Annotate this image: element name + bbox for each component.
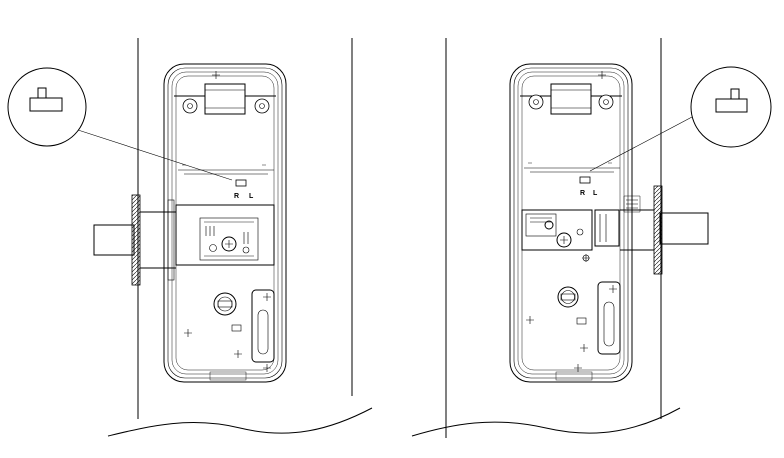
switch-label-l: L: [249, 193, 254, 200]
door-panel: [107, 38, 373, 437]
switch-detail-callout-right: [589, 66, 772, 172]
rl-switch: R L: [178, 164, 274, 200]
switch-label-r-right: R: [580, 190, 585, 197]
switch-label-l-right: L: [593, 190, 598, 197]
right-view: R L: [411, 38, 772, 438]
rl-switch-right: R L: [524, 162, 620, 197]
lock-body-right: [509, 63, 633, 383]
left-view: R L: [7, 38, 373, 437]
top-bracket-right: [520, 71, 622, 115]
latch-mechanism: [175, 204, 275, 266]
latch-bolt-right: [620, 185, 709, 275]
latch-bolt: [93, 194, 176, 286]
battery-area: [184, 289, 275, 381]
switch-label-r: R: [234, 193, 239, 200]
latch-mechanism-right: [521, 195, 641, 262]
battery-area-right: [526, 281, 621, 381]
switch-detail-callout: [7, 67, 233, 181]
top-bracket: [174, 71, 276, 115]
